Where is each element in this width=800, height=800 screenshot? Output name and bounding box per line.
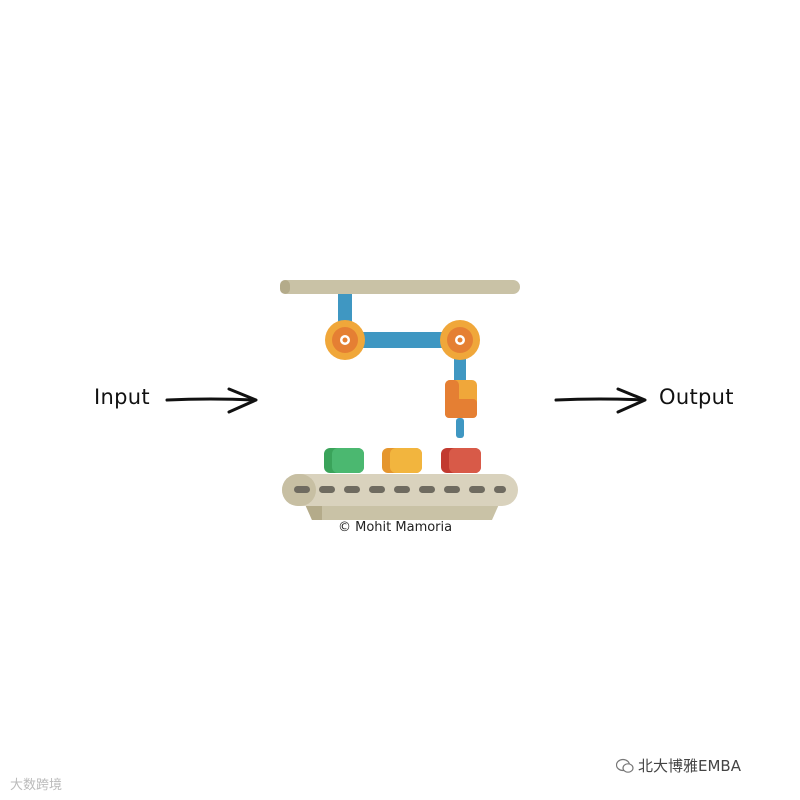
conveyor-base	[304, 502, 500, 520]
robotic-arm-conveyor-icon	[280, 280, 520, 520]
watermark-left: 大数跨境	[10, 774, 62, 793]
belt-dashes	[294, 486, 506, 493]
chat-bubble-icon	[616, 758, 634, 773]
watermark-right-text: 北大博雅EMBA	[638, 757, 741, 775]
input-arrow-icon	[165, 387, 258, 414]
output-arrow-icon	[554, 387, 647, 414]
gripper	[445, 380, 477, 438]
watermark-right: 北大博雅EMBA	[616, 755, 741, 776]
watermark-left-text: 大数跨境	[10, 778, 63, 793]
output-label: Output	[659, 385, 734, 409]
ceiling-rail	[280, 280, 520, 294]
image-credit: © Mohit Mamoria	[338, 520, 453, 535]
arm-horizontal	[345, 332, 460, 348]
joint-right	[440, 320, 480, 360]
input-label: Input	[94, 385, 150, 409]
joint-left	[325, 320, 365, 360]
